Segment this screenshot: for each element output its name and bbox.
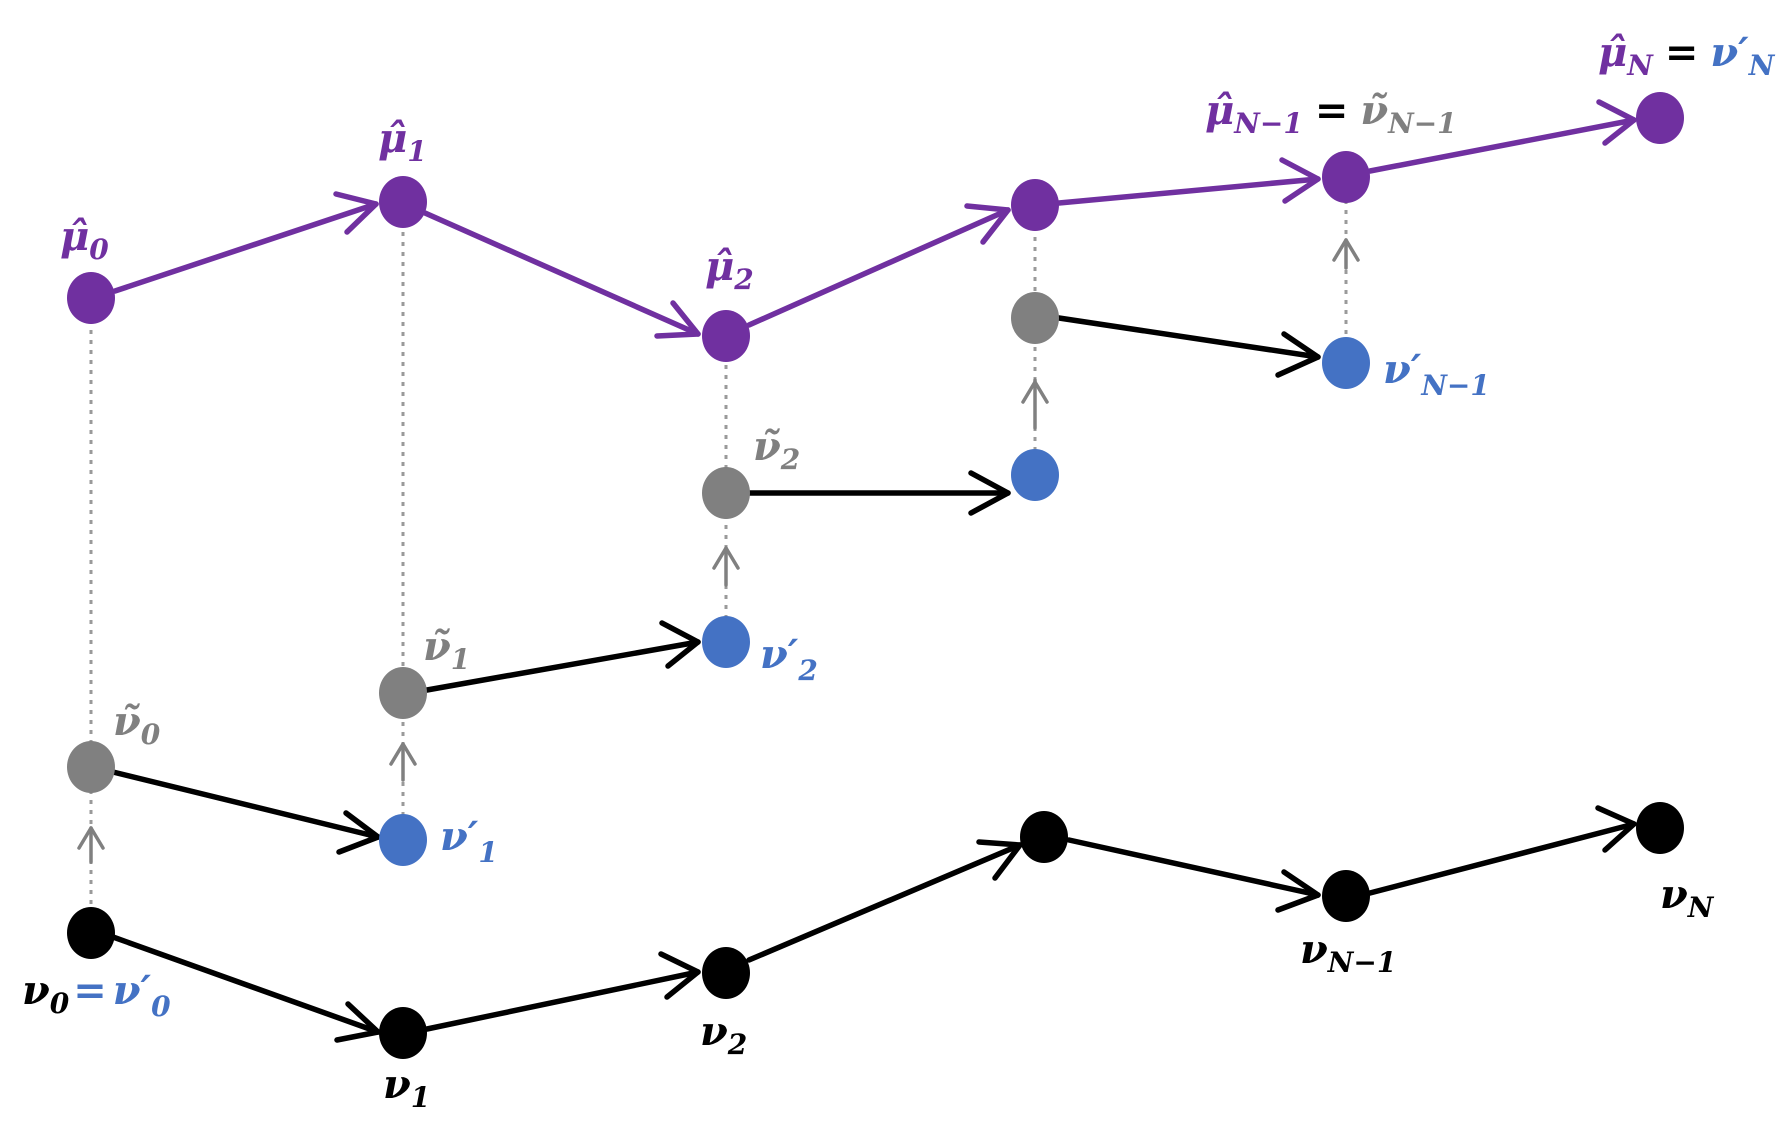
nu-arrow-3-4 <box>1066 837 1321 898</box>
mu-nodes <box>67 92 1684 362</box>
label-muN: μ̂N=ν′N <box>1598 29 1776 82</box>
node-vt3 <box>1011 292 1059 344</box>
mu-arrowhead-4-5 <box>1596 99 1637 146</box>
mu-arrowhead-3-4 <box>1279 157 1321 204</box>
label-v1: ν1 <box>383 1061 430 1114</box>
up-arrow-col3 <box>1021 378 1049 430</box>
label-vt2: ν̃2 <box>753 423 800 476</box>
label-vNm1: νN−1 <box>1300 926 1396 979</box>
node-vt1 <box>379 667 427 719</box>
up-arrow-col0 <box>77 826 105 864</box>
arrow-vt3-vpNm1 <box>1056 315 1321 360</box>
node-v2 <box>702 947 750 999</box>
node-v3 <box>1020 811 1068 863</box>
node-mu1 <box>379 176 427 228</box>
up-arrow-col2 <box>712 546 740 587</box>
label-v0: ν0=ν′0 <box>22 967 171 1023</box>
node-muNm1 <box>1322 151 1370 203</box>
node-vt2 <box>702 467 750 519</box>
nu-arrow-4-5 <box>1367 821 1637 896</box>
label-vt0: ν̃0 <box>113 698 161 751</box>
mu-arrow-0-1 <box>112 201 379 294</box>
nu-arrow-2-3 <box>746 842 1023 963</box>
nu-chain <box>110 805 1637 1043</box>
mu-arrow-1-2 <box>422 210 701 337</box>
label-muNm1: μ̂N−1=ν̃N−1 <box>1205 87 1457 140</box>
nu-nodes <box>67 802 1684 1059</box>
nu-arrowhead-0-1 <box>334 1001 381 1043</box>
gray-up-arrows <box>77 238 1360 864</box>
label-mu1: μ̂1 <box>378 115 427 168</box>
tilde-to-prime-arrows <box>110 315 1321 855</box>
mu-arrow-4-5 <box>1367 117 1637 174</box>
label-mu2: μ̂2 <box>705 243 754 296</box>
nu-arrow-1-2 <box>424 969 701 1032</box>
mu-arrowhead-1-2 <box>654 300 701 339</box>
mu-arrowhead-2-3 <box>964 203 1011 245</box>
node-mu2 <box>702 310 750 362</box>
mu-chain <box>112 99 1637 339</box>
arrow-vt1-vp2 <box>424 639 701 693</box>
node-mu0 <box>67 272 115 324</box>
node-v1 <box>379 1007 427 1059</box>
label-mu0: μ̂0 <box>60 213 109 266</box>
up-arrow-col4 <box>1332 238 1360 270</box>
nu-arrowhead-4-5 <box>1595 805 1637 853</box>
nu-arrow-0-1 <box>110 934 381 1035</box>
mu-arrow-3-4 <box>1056 176 1321 206</box>
arrowhead-vt3-vpNm1 <box>1275 331 1321 378</box>
node-vpNm1 <box>1322 337 1370 389</box>
label-v2: ν2 <box>700 1008 747 1061</box>
nu-arrowhead-1-2 <box>658 951 701 1000</box>
node-vp3 <box>1011 449 1059 501</box>
node-vt0 <box>67 741 115 793</box>
node-vp2 <box>702 616 750 668</box>
mu-arrow-2-3 <box>746 207 1011 328</box>
label-vp1: ν′1 <box>440 813 498 869</box>
node-vp1 <box>379 814 427 866</box>
node-vNm1 <box>1322 870 1370 922</box>
mu-arrowhead-0-1 <box>333 191 379 235</box>
node-muN <box>1636 92 1684 144</box>
node-mu3 <box>1011 179 1059 231</box>
label-vN: νN <box>1660 871 1715 924</box>
tilde-nodes <box>67 292 1059 793</box>
label-vpNm1: ν′N−1 <box>1383 346 1490 402</box>
label-vt1: ν̃1 <box>423 623 470 676</box>
nu-arrowhead-2-3 <box>976 839 1023 881</box>
arrow-vt0-vp1 <box>110 769 381 840</box>
node-vN <box>1636 802 1684 854</box>
label-vp2: ν′2 <box>760 631 818 687</box>
arrowhead-vt1-vp2 <box>659 620 701 669</box>
up-arrow-col1 <box>389 742 417 782</box>
node-v0 <box>67 907 115 959</box>
arrowhead-vt2-v3 <box>968 470 1011 516</box>
arrowhead-vt0-vp1 <box>336 810 381 855</box>
nu-arrowhead-3-4 <box>1275 869 1321 913</box>
prime-nodes <box>379 337 1370 866</box>
